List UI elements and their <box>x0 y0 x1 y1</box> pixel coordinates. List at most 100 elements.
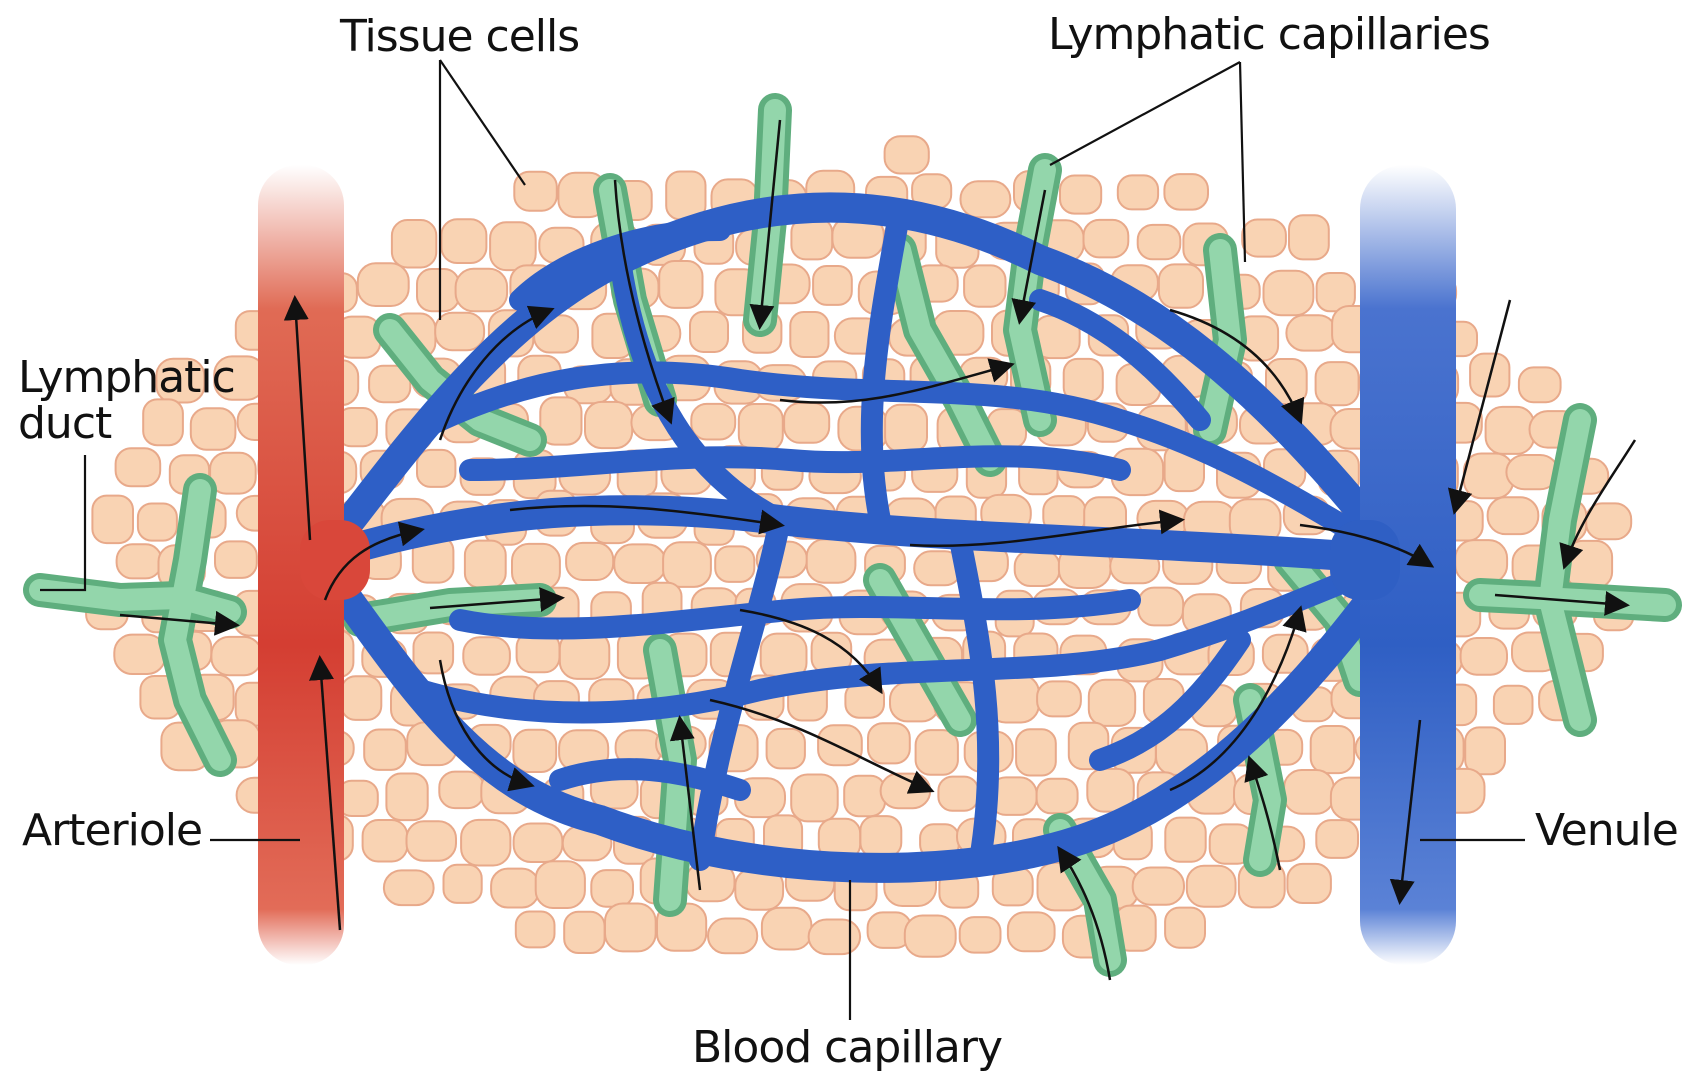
tissue-cell <box>1316 820 1358 858</box>
tissue-cell <box>461 820 510 866</box>
tissue-cell <box>1187 866 1236 907</box>
tissue-cell <box>663 542 711 587</box>
tissue-cell <box>1016 729 1056 775</box>
tissue-cell <box>767 729 805 769</box>
leader-line-lymphatic-capillaries <box>1050 62 1240 165</box>
tissue-cell <box>114 635 165 674</box>
tissue-cell <box>1037 779 1078 814</box>
tissue-cell <box>491 869 539 908</box>
tissue-cell <box>844 776 885 817</box>
tissue-cell <box>938 777 978 811</box>
tissue-cell <box>790 312 828 357</box>
tissue-cell <box>1089 680 1135 726</box>
tissue-cell <box>138 504 177 541</box>
tissue-cell <box>456 269 508 312</box>
tissue-cell <box>463 637 510 674</box>
tissue-cell <box>392 220 436 268</box>
tissue-cell <box>1316 362 1359 405</box>
tissue-cell <box>1461 638 1507 675</box>
tissue-cell <box>1465 727 1505 774</box>
tissue-cell <box>1242 220 1286 257</box>
tissue-cell <box>1164 174 1208 210</box>
tissue-cell <box>813 266 852 305</box>
tissue-cell <box>211 637 261 675</box>
tissue-cell <box>791 218 832 259</box>
tissue-cell <box>1264 271 1314 316</box>
label-blood-capillary: Blood capillary <box>692 1025 1002 1071</box>
tissue-cell <box>1138 588 1183 626</box>
tissue-cell <box>1286 315 1336 350</box>
tissue-cell <box>885 405 927 452</box>
tissue-cell <box>762 908 812 950</box>
tissue-cell <box>92 496 133 543</box>
tissue-cell <box>441 219 486 263</box>
tissue-cell <box>1494 686 1533 724</box>
tissue-cell <box>807 539 856 582</box>
tissue-cell <box>964 265 1005 306</box>
tissue-cell <box>514 824 563 863</box>
tissue-cell <box>885 136 929 173</box>
tissue-cell <box>512 544 560 590</box>
label-lymphatic-duct: Lymphatic duct <box>18 355 248 447</box>
tissue-cell <box>1064 359 1103 401</box>
tissue-cell <box>384 870 434 905</box>
tissue-cell <box>1488 497 1539 534</box>
tissue-cell <box>659 261 702 308</box>
tissue-cell <box>1284 770 1334 814</box>
tissue-cell <box>513 730 556 772</box>
tissue-cell <box>591 870 633 907</box>
tissue-cell <box>1037 681 1081 716</box>
tissue-cell <box>1138 225 1181 259</box>
tissue-cell <box>1311 726 1354 773</box>
tissue-cell <box>435 313 484 351</box>
tissue-cell <box>1289 215 1329 259</box>
label-arteriole: Arteriole <box>22 808 202 854</box>
tissue-cell <box>961 181 1011 217</box>
tissue-cell <box>784 403 829 443</box>
tissue-cell <box>868 723 910 763</box>
tissue-cell <box>439 772 483 809</box>
tissue-cell <box>417 269 459 311</box>
tissue-cell <box>363 820 408 862</box>
tissue-cell <box>715 546 754 582</box>
label-lymphatic-capillaries: Lymphatic capillaries <box>1048 12 1490 58</box>
tissue-cell <box>215 541 257 578</box>
leader-line-lymphatic-duct <box>40 455 85 590</box>
tissue-cell <box>739 404 783 451</box>
tissue-cell <box>708 919 757 954</box>
tissue-cell <box>605 904 656 952</box>
tissue-cell <box>386 774 427 821</box>
tissue-cell <box>1159 264 1203 307</box>
tissue-cell <box>614 544 665 583</box>
tissue-cell <box>1133 868 1184 905</box>
tissue-cell <box>1118 175 1158 209</box>
tissue-cell <box>1008 912 1055 951</box>
tissue-cell <box>1586 503 1631 539</box>
tissue-cell <box>465 541 506 588</box>
tissue-cell <box>791 775 838 822</box>
tissue-cell <box>414 633 454 674</box>
tissue-cell <box>860 816 901 857</box>
tissue-cell <box>1486 407 1534 454</box>
tissue-cell <box>117 544 162 578</box>
tissue-cell <box>358 263 409 306</box>
tissue-cell <box>585 402 632 448</box>
tissue-cell <box>1519 367 1561 402</box>
tissue-cell <box>960 917 1001 953</box>
tissue-cell <box>1455 540 1507 583</box>
tissue-cell <box>566 543 613 580</box>
tissue-cell <box>1165 818 1205 862</box>
tissue-cell <box>536 861 585 908</box>
tissue-cell <box>1015 551 1060 587</box>
tissue-cell <box>490 222 536 270</box>
tissue-cell <box>916 730 958 775</box>
tissue-cell <box>407 821 457 861</box>
tissue-cell <box>809 920 861 955</box>
tissue-cell <box>444 865 482 903</box>
tissue-cell <box>1084 220 1129 258</box>
tissue-cell <box>116 448 161 486</box>
tissue-cell <box>1060 176 1101 214</box>
tissue-cell <box>690 312 728 352</box>
label-tissue-cells: Tissue cells <box>340 14 579 60</box>
